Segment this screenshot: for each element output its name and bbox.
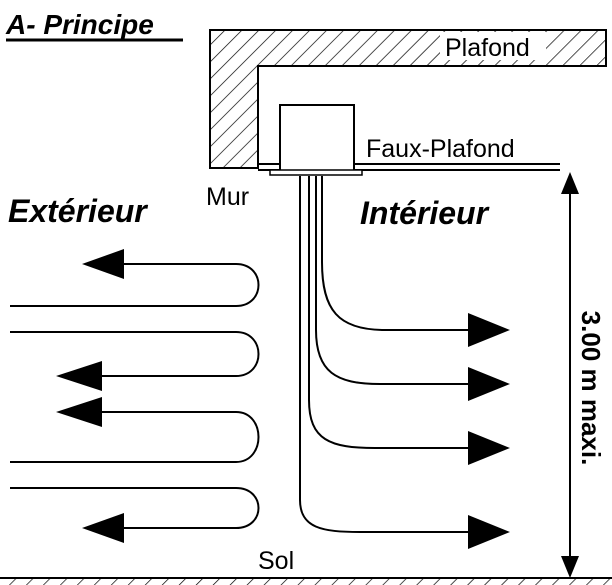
outdoor-arrowhead-4 xyxy=(82,513,124,543)
outdoor-loop-3 xyxy=(10,411,260,463)
ceiling-label-bg xyxy=(440,32,546,60)
outdoor-airflow xyxy=(10,263,260,529)
inside-label: Intérieur xyxy=(360,195,490,231)
air-curtain-unit xyxy=(279,104,355,172)
title: A- Principe xyxy=(5,9,154,40)
outdoor-loop-2 xyxy=(10,331,260,377)
height-arrowhead-bottom xyxy=(561,556,579,578)
indoor-airflow xyxy=(299,176,472,533)
outdoor-arrowhead-3 xyxy=(56,397,102,427)
floor-label: Sol xyxy=(258,547,294,575)
indoor-arrowhead-2 xyxy=(468,367,510,401)
indoor-arrowhead-4 xyxy=(468,515,510,549)
ceiling-wall-structure xyxy=(209,29,607,169)
indoor-arrowhead-1 xyxy=(468,313,510,347)
outdoor-loop-1 xyxy=(10,263,260,307)
indoor-stream-2 xyxy=(315,176,472,385)
height-arrowhead-top xyxy=(561,172,579,194)
outdoor-arrowheads xyxy=(56,249,124,543)
height-dimension-label: 3.00 m maxi. xyxy=(576,311,606,466)
ceiling-label: Plafond xyxy=(445,34,530,62)
wall-label: Mur xyxy=(206,183,249,211)
outdoor-loop-4 xyxy=(10,487,260,529)
outdoor-arrowhead-1 xyxy=(82,249,124,279)
indoor-stream-1 xyxy=(321,176,472,331)
indoor-stream-4 xyxy=(299,176,472,533)
indoor-arrowhead-3 xyxy=(468,431,510,465)
indoor-stream-3 xyxy=(308,176,472,449)
air-curtain-outlet xyxy=(269,169,363,176)
false-ceiling-label: Faux-Plafond xyxy=(366,135,515,163)
outdoor-arrowhead-2 xyxy=(56,361,102,391)
outside-label: Extérieur xyxy=(8,193,148,229)
floor-hatch xyxy=(0,578,612,585)
indoor-arrowheads xyxy=(468,313,510,549)
